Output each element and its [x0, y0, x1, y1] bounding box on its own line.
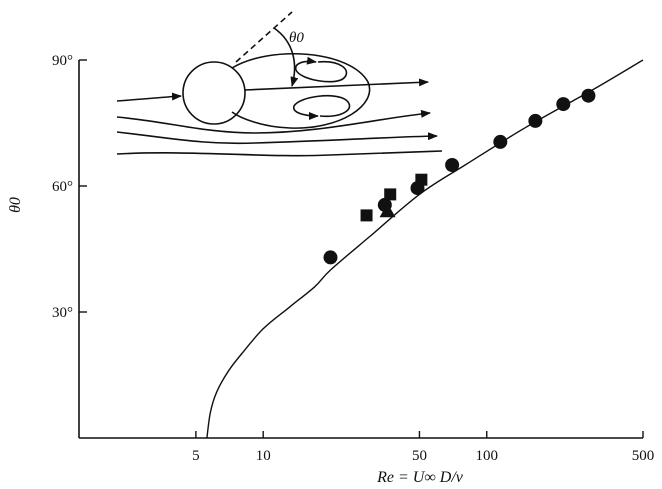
separation-dashed-line: [235, 11, 293, 63]
streamline-2: [116, 109, 431, 134]
data-point-square: [360, 209, 373, 222]
cylinder: [182, 61, 246, 125]
data-point-circle: [493, 134, 508, 149]
reference-axis-line: [244, 78, 429, 91]
x-tick-label: 10: [256, 448, 271, 464]
lower-vortex: [293, 94, 351, 120]
data-point-circle: [445, 158, 460, 172]
data-point-triangle: [379, 203, 396, 218]
inset-theta-label: θ0: [289, 30, 304, 46]
fit-curve: [206, 59, 644, 439]
flow-diagram: [116, 11, 443, 157]
ticks: 5 10 50 100 500 30° 60° 90°: [52, 53, 654, 464]
theta-arc: [273, 27, 299, 87]
x-tick-label: 500: [632, 448, 655, 464]
data-point-square: [415, 173, 428, 186]
wake-boundary: [231, 53, 371, 129]
axes: [78, 60, 643, 439]
x-tick-label: 50: [412, 448, 427, 464]
y-tick-label: 60°: [52, 179, 73, 195]
x-axis-title: Re = U∞ D/ν: [376, 469, 464, 486]
y-axis-title: θ0: [7, 197, 24, 213]
data-point-circle: [323, 250, 338, 265]
data-point-circle: [556, 97, 571, 112]
streamline-3: [116, 131, 438, 145]
data-point-circle: [581, 88, 596, 103]
streamline-4: [116, 150, 443, 157]
streamline-1: [116, 92, 182, 102]
upper-vortex: [294, 56, 348, 83]
data-point-circle: [528, 113, 543, 128]
x-tick-label: 100: [475, 448, 498, 464]
data-points: [323, 88, 596, 265]
y-tick-label: 30°: [52, 305, 73, 321]
y-tick-label: 90°: [52, 53, 73, 69]
data-point-square: [384, 188, 397, 201]
x-tick-label: 5: [192, 448, 200, 464]
